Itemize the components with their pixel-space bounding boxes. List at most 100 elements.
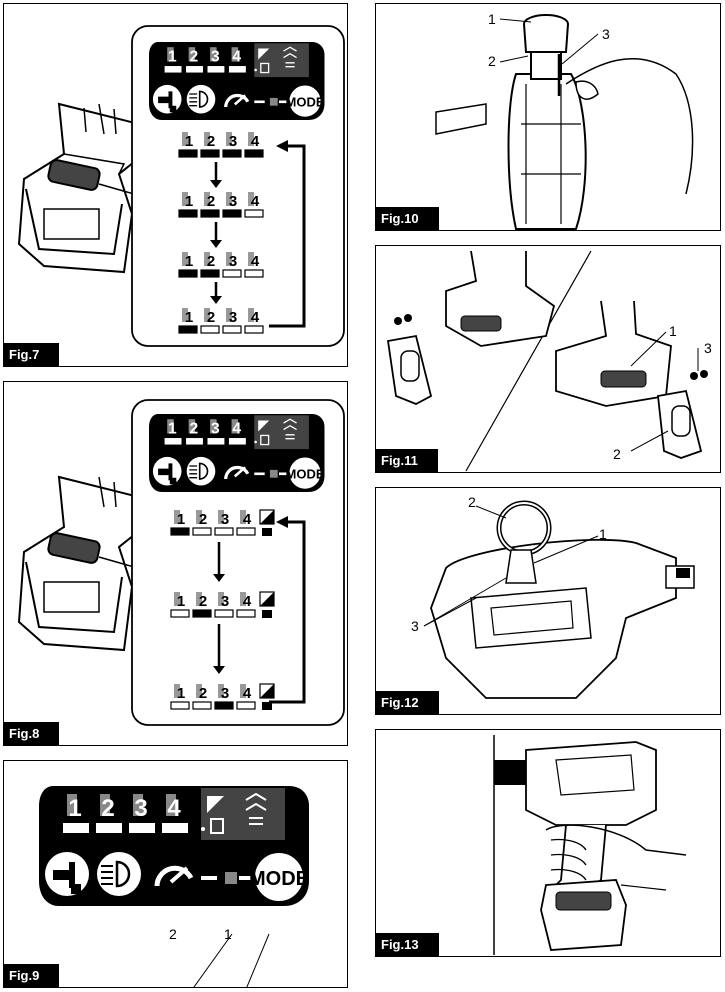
fig7-row3-number-1: 1	[185, 253, 193, 270]
fig7-row3-lamp-4	[244, 269, 264, 278]
fig8-row1-mode-triangle	[260, 510, 274, 524]
fig7-level-2-lamp	[186, 66, 203, 73]
fig8-level-3-shade	[210, 419, 217, 434]
fig7-row4-shade-1	[182, 308, 188, 322]
figure-10-panel: 1 2 3 Fig.10	[375, 3, 721, 231]
fig7-dot	[254, 68, 257, 72]
fig7-row4-number-3: 3	[229, 309, 237, 326]
fig9-level-2-number: 2	[101, 795, 114, 822]
fig8-row1-lamp-4	[236, 527, 256, 536]
fig7-row3-lamp-1	[178, 269, 198, 278]
fig7-level-1-shade	[167, 47, 174, 62]
fig8-dot	[254, 440, 257, 444]
fig7-row3-shade-4	[248, 252, 254, 266]
fig7-level-3-shade	[210, 47, 217, 62]
fig7-level-1-lamp	[164, 66, 182, 73]
fig8-row1-shade-3	[218, 510, 224, 524]
fig7-level-4-shade	[231, 47, 239, 62]
fig7-level-2-shade	[188, 47, 196, 62]
fig8-row3-shade-4	[240, 684, 246, 698]
fig7-down-arrow-2-head	[210, 240, 222, 248]
fig8-row1-number-2: 2	[199, 511, 207, 528]
fig7-down-arrow-3-head	[210, 296, 222, 304]
fig8-row1-lamp-3	[214, 527, 234, 536]
fig9-assist-icon	[245, 792, 267, 825]
fig9-level-4-lamp	[162, 823, 188, 833]
fig9-speed-gauge-icon	[154, 865, 194, 887]
fig8-level-1-lamp	[164, 438, 182, 445]
fig7-mode-button-circle	[288, 84, 322, 119]
fig7-light-icon	[198, 90, 209, 108]
fig7-row1-lamp-3	[222, 149, 242, 158]
fig7-row1-number-3: 3	[229, 133, 237, 150]
fig8-row3-shade-1	[174, 684, 180, 698]
fig8-row2-lamp-3	[214, 609, 234, 618]
fig8-row3-lamp-4	[236, 701, 256, 710]
fig12-callout-2: 2	[468, 494, 476, 510]
fig9-level-3-shade	[133, 794, 143, 816]
fig7-down-arrow-1-head	[210, 180, 222, 188]
fig8-light-button	[186, 456, 216, 486]
fig8-mode-lamp-small	[269, 469, 278, 478]
fig8-level-3-lamp	[207, 438, 225, 445]
fig8-level-4-shade	[231, 419, 239, 434]
fig7-row4-number-4: 4	[251, 309, 260, 326]
fig7-row4-number-2: 2	[207, 309, 215, 326]
fig7-level-4-lamp	[228, 66, 246, 73]
fig7-row4-lamp-1	[178, 325, 198, 334]
fig8-light-rays	[189, 465, 198, 479]
fig7-row4-shade-3	[226, 308, 232, 322]
fig7-row1-lamp-2	[200, 149, 220, 158]
fig8-row2-number-4: 4	[243, 593, 252, 610]
fig9-level-1-shade	[67, 794, 77, 816]
fig9-callout-1: 1	[224, 926, 232, 942]
fig7-gauge-needle	[233, 94, 247, 106]
fig7-row2-lamp-4	[244, 209, 264, 218]
fig8-down-arrow-1-head	[213, 574, 225, 582]
fig7-row2-lamp-2	[200, 209, 220, 218]
fig8-level-4-lamp	[228, 438, 246, 445]
figure-11-panel: 1 3 2 Fig.11	[375, 245, 721, 473]
fig8-row3-lamp-1	[170, 701, 190, 710]
fig7-row2-number-4: 4	[251, 193, 260, 210]
fig8-level-3-number: 3	[211, 421, 220, 438]
fig7-row1-shade-4	[248, 132, 254, 146]
fig7-row1-lamp-4	[244, 149, 264, 158]
fig7-speed-gauge-icon	[224, 93, 250, 108]
fig9-mode-indicator-icon	[207, 796, 224, 813]
fig7-row3-number-3: 3	[229, 253, 237, 270]
fig7-level-3-number: 3	[211, 49, 220, 66]
fig8-row2-number-2: 2	[199, 593, 207, 610]
fig9-light-rays	[101, 865, 113, 885]
fig8-down-arrow-2-head	[213, 666, 225, 674]
fig7-mode-button-label: MODE	[286, 94, 325, 109]
fig8-row3-lamp-2	[192, 701, 212, 710]
fig9-level-2-lamp	[96, 823, 122, 833]
fig7-row1-number-4: 4	[251, 133, 260, 150]
fig13-label: Fig.13	[376, 933, 439, 956]
fig7-mode-lamp	[260, 62, 270, 74]
fig8-mode-lamp	[260, 434, 270, 446]
fig9-level-2-shade	[100, 794, 110, 816]
fig8-row2-number-1: 1	[177, 593, 185, 610]
fig11-callout-2: 2	[613, 446, 621, 462]
fig8-row1-shade-4	[240, 510, 246, 524]
fig7-forward-reverse-icon	[158, 91, 177, 113]
fig7-row4-lamp-2	[200, 325, 220, 334]
fig7-level-2-number: 2	[190, 49, 199, 66]
fig8-speed-gauge-icon	[224, 465, 250, 480]
fig9-light-icon	[115, 860, 131, 888]
fig8-level-2-shade	[188, 419, 196, 434]
fig7-row1-number-1: 1	[185, 133, 193, 150]
fig7-row2-number-2: 2	[207, 193, 215, 210]
fig8-row2-mode-lamp	[262, 610, 272, 618]
